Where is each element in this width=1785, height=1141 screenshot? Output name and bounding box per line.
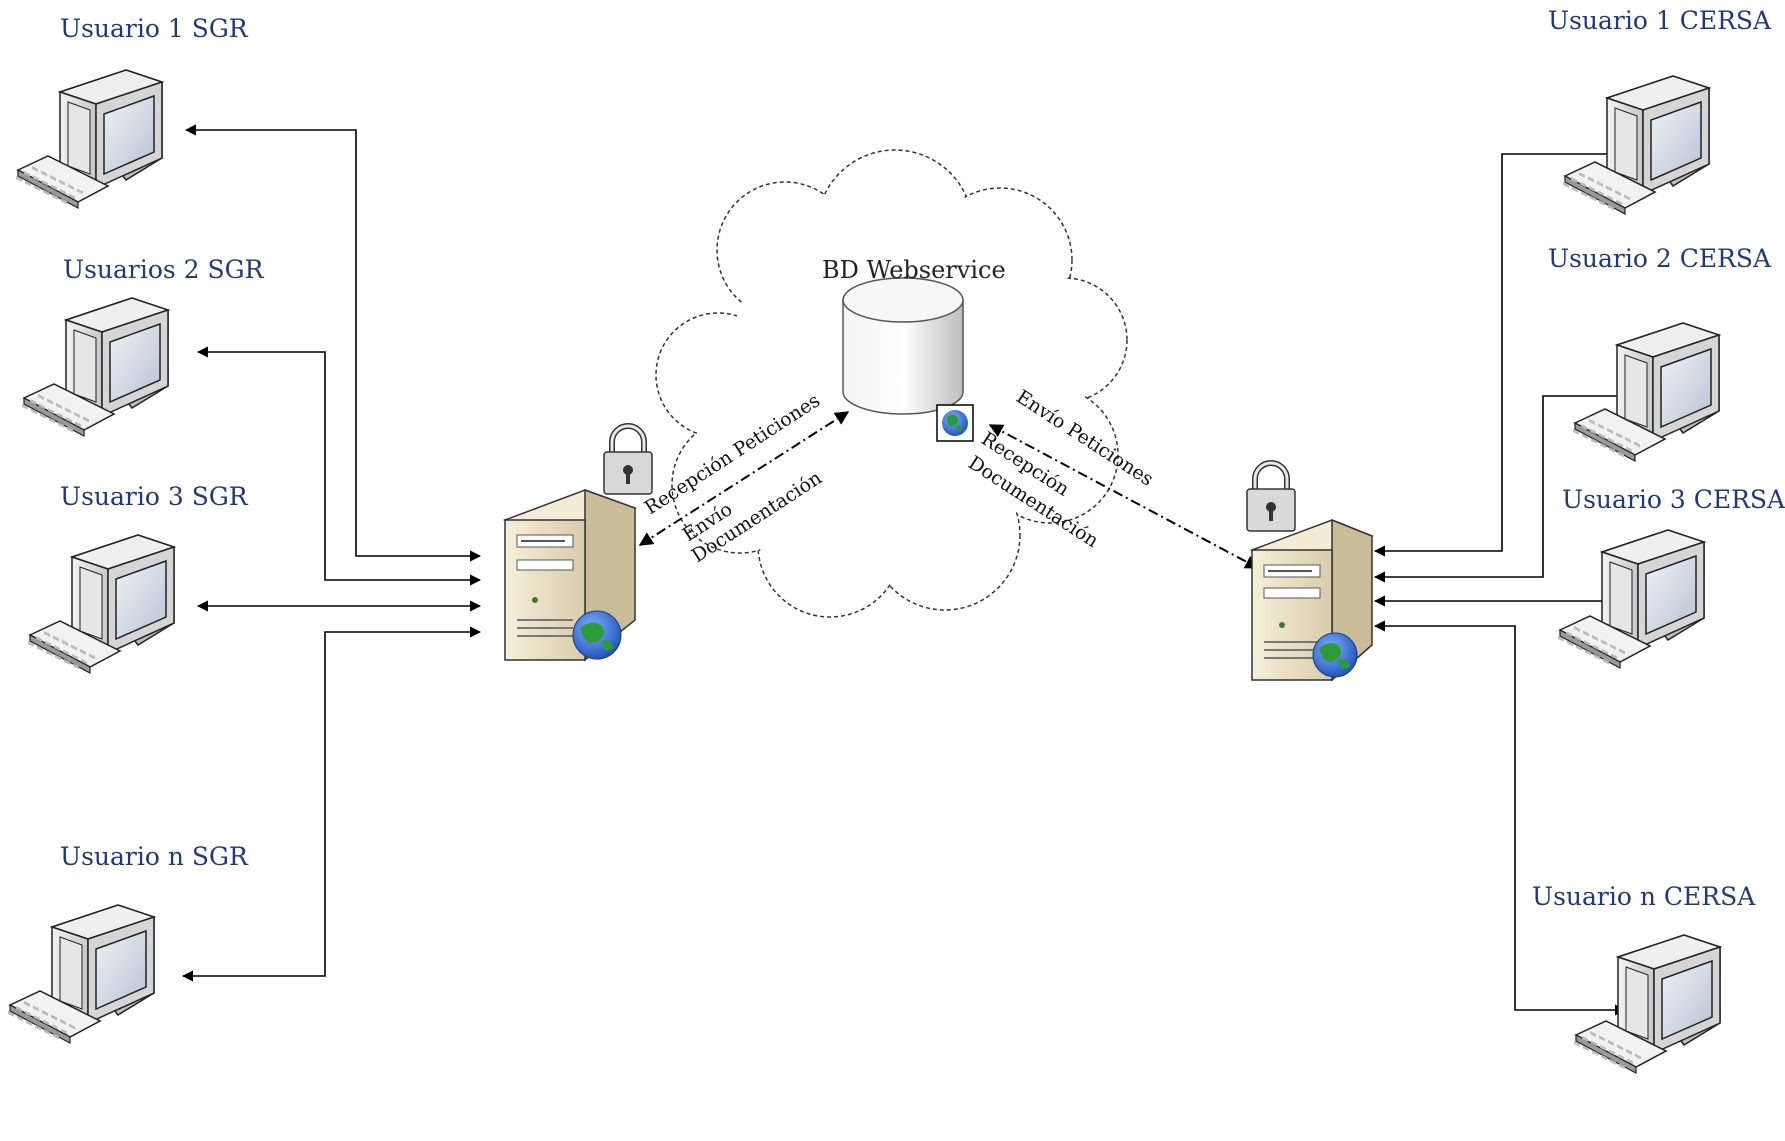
workstations [8,69,1723,1074]
padlock-icon [1246,460,1296,532]
sgr-user-n-label: Usuario n SGR [60,842,248,871]
sgr-user-2-computer-icon [22,297,171,437]
cersa-user-1-label: Usuario 1 CERSA [1548,6,1772,35]
sgr-user-3-label: Usuario 3 SGR [60,482,248,511]
sgr-user-1-label: Usuario 1 SGR [60,14,248,43]
keyboard-icon [1574,1020,1668,1074]
cersa-server-icon [1249,518,1374,682]
keyboard-icon [28,620,122,674]
padlock-icon [603,423,653,495]
cersa-wires [1373,148,1632,1016]
keyboard-icon [22,383,116,437]
cloud-title: BD Webservice [822,256,1006,284]
sgr-user-3-computer-icon [28,534,177,674]
globe-badge-icon [936,404,974,442]
sgr-user-2-label: Usuarios 2 SGR [63,255,264,284]
keyboard-icon [16,155,110,209]
sgr-user-n-computer-icon [8,904,157,1044]
cersa-user-n-label: Usuario n CERSA [1532,882,1756,911]
cersa-user-1-computer-icon [1563,75,1712,215]
sgr-globe-icon [572,610,622,660]
cersa-globe-icon [1312,632,1358,678]
keyboard-icon [1558,615,1652,669]
cersa-user-2-label: Usuario 2 CERSA [1548,244,1772,273]
keyboard-icon [1563,161,1657,215]
cersa-user-3-computer-icon [1558,529,1707,669]
webservice-links [638,411,1260,569]
cersa-user-n-computer-icon [1574,934,1723,1074]
cersa-user-3-label: Usuario 3 CERSA [1562,485,1785,514]
sgr-wires [181,124,482,982]
database-icon [842,277,964,415]
sgr-user-1-computer-icon [16,69,165,209]
keyboard-icon [1573,408,1667,462]
keyboard-icon [8,990,102,1044]
cersa-user-2-computer-icon [1573,322,1722,462]
